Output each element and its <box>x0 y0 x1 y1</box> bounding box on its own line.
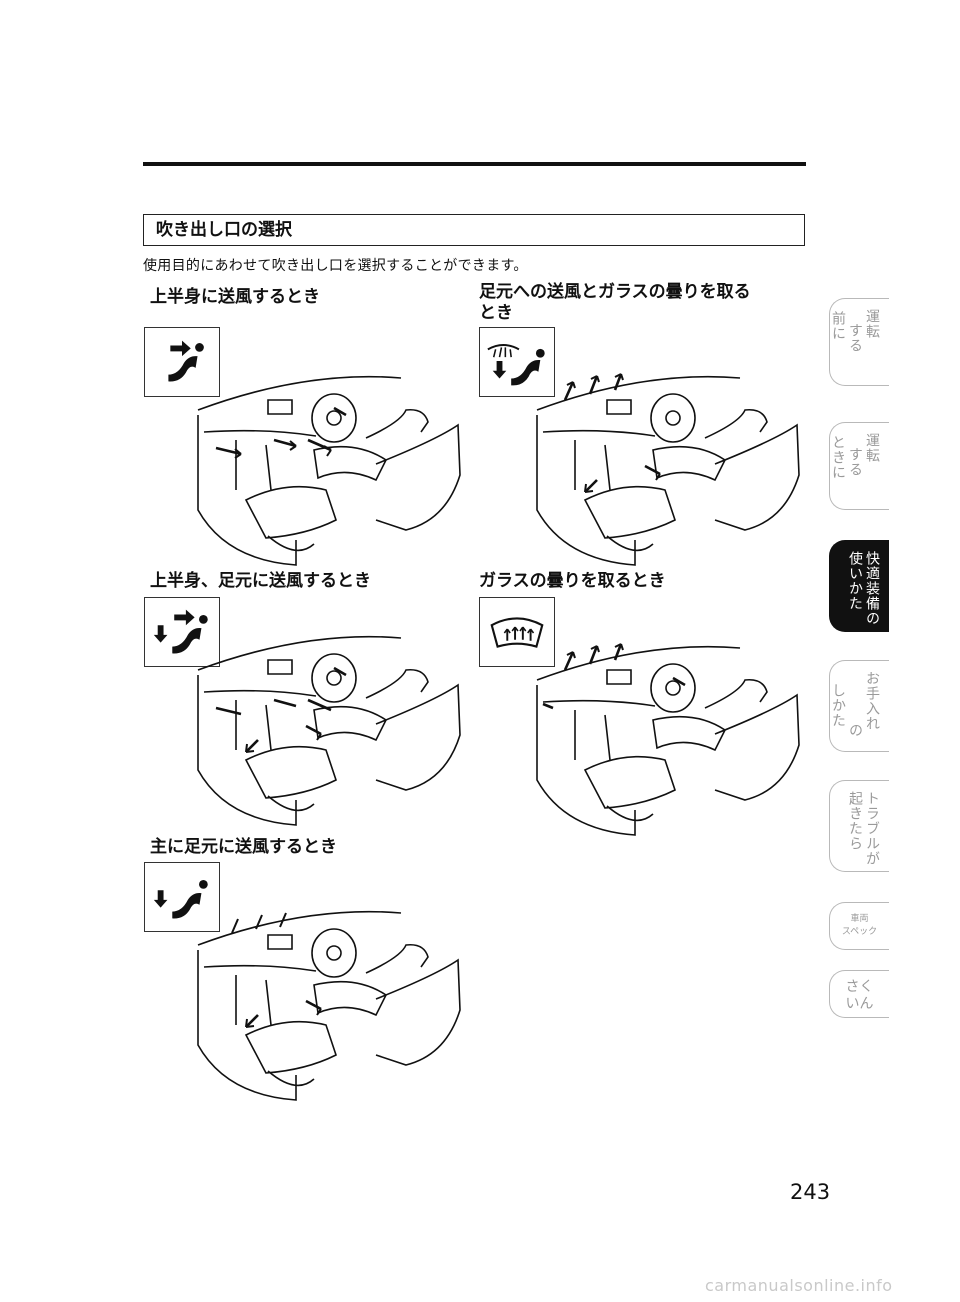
tab-label: スペック <box>841 927 878 937</box>
car-interior-illustration-foot <box>196 905 466 1105</box>
car-interior-illustration-bilevel <box>196 630 466 830</box>
tab-comfort-features[interactable]: 快適装備の 使いかた <box>829 540 889 632</box>
mode-heading-foot-defrost-line2: とき <box>479 303 513 323</box>
tab-label: ときに <box>830 435 846 480</box>
watermark: carmanualsonline.info <box>705 1276 893 1295</box>
defrost-icon <box>479 597 555 667</box>
page-number: 243 <box>790 1180 831 1204</box>
mode-heading-foot-defrost-line1: 足元への送風とガラスの曇りを取る <box>479 282 751 302</box>
car-interior-illustration-defrost <box>535 640 805 840</box>
tab-label: 起きたら <box>847 791 863 851</box>
tab-label: の <box>847 723 863 738</box>
tab-label: する <box>847 323 863 353</box>
tab-label: する <box>847 447 863 477</box>
tab-before-driving[interactable]: 運転 する 前に <box>829 298 889 386</box>
tab-maintenance[interactable]: お手入れ の しかた <box>829 660 889 752</box>
tab-label: しかた <box>830 683 846 728</box>
mode-heading-foot: 主に足元に送風するとき <box>150 837 337 857</box>
car-interior-illustration-foot-defrost <box>535 370 805 570</box>
mode-heading-defrost: ガラスの曇りを取るとき <box>479 571 666 591</box>
tab-index[interactable]: さく いん <box>829 970 889 1018</box>
section-title: 吹き出し口の選択 <box>143 214 805 246</box>
tab-label: 使いかた <box>847 551 863 611</box>
bi-level-vent-icon <box>144 597 220 667</box>
tab-label: さく <box>845 979 874 995</box>
tab-label: トラブルが <box>864 791 880 866</box>
tab-label: 運転 <box>864 309 880 339</box>
top-rule <box>143 162 806 166</box>
foot-vent-icon <box>144 862 220 932</box>
section-intro: 使用目的にあわせて吹き出し口を選択することができます。 <box>143 258 528 274</box>
tab-while-driving[interactable]: 運転 する ときに <box>829 422 889 510</box>
mode-heading-face: 上半身に送風するとき <box>150 287 320 307</box>
tab-label: 前に <box>830 311 846 341</box>
foot-defrost-icon <box>479 327 555 397</box>
tab-label: 車両 <box>850 914 869 924</box>
tab-label: 快適装備の <box>864 551 880 626</box>
tab-vehicle-specs[interactable]: 車両 スペック <box>829 902 889 950</box>
mode-heading-bilevel: 上半身、足元に送風するとき <box>150 571 371 591</box>
tab-label: いん <box>845 996 874 1012</box>
mode-heading-foot-defrost: 足元への送風とガラスの曇りを取る とき <box>479 282 751 324</box>
tab-label: お手入れ <box>864 671 880 731</box>
tab-troubleshooting[interactable]: トラブルが 起きたら <box>829 780 889 872</box>
face-vent-icon <box>144 327 220 397</box>
tab-label: 運転 <box>864 433 880 463</box>
car-interior-illustration-face <box>196 370 466 570</box>
